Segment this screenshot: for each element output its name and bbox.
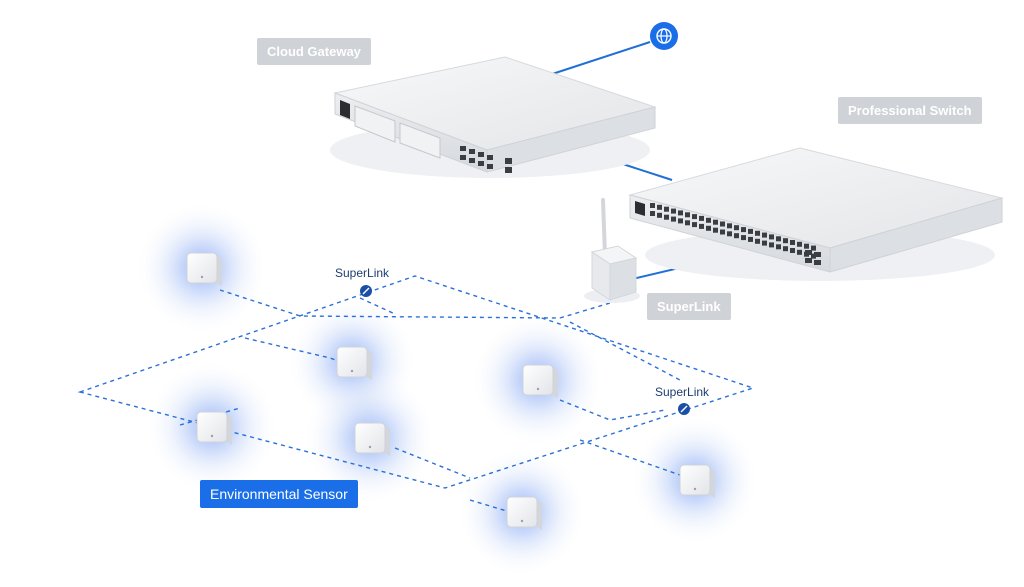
switch-port xyxy=(664,206,669,212)
professional-switch-label: Professional Switch xyxy=(838,97,982,124)
switch-port xyxy=(720,221,725,227)
switch-port xyxy=(678,210,683,216)
switch-port xyxy=(650,211,655,216)
switch-port xyxy=(797,241,802,247)
switch-port xyxy=(657,212,662,218)
switch-port xyxy=(797,249,802,255)
cloud-gateway-label: Cloud Gateway xyxy=(257,38,371,65)
switch-port xyxy=(811,253,816,259)
switch-port xyxy=(741,227,746,233)
switch-port xyxy=(741,235,746,241)
switch-port xyxy=(657,204,662,210)
switch-port xyxy=(811,245,816,251)
professional-switch-device xyxy=(628,147,1004,281)
switch-port xyxy=(783,238,788,244)
switch-port xyxy=(776,236,781,242)
switch-port xyxy=(727,231,732,237)
switch-port xyxy=(692,214,697,220)
sensor-device xyxy=(522,364,558,398)
switch-port xyxy=(755,230,760,236)
switch-port xyxy=(790,240,795,245)
sensor-device xyxy=(336,346,372,380)
superlink-device xyxy=(584,198,640,303)
switch-port xyxy=(734,225,739,231)
switch-port xyxy=(748,236,753,242)
switch-port xyxy=(664,214,669,220)
superlink-node-icon xyxy=(678,403,690,415)
switch-port xyxy=(748,228,753,234)
superlink-left-label: SuperLink xyxy=(335,266,390,280)
environmental-sensor-label: Environmental Sensor xyxy=(200,480,358,508)
switch-port xyxy=(776,244,781,250)
superlink-device-label: SuperLink xyxy=(647,293,731,320)
superlink-node-icon xyxy=(360,285,372,297)
switch-sfp-port xyxy=(805,258,812,263)
switch-port xyxy=(762,232,767,238)
switch-port xyxy=(706,225,711,231)
switch-port xyxy=(685,220,690,226)
switch-port xyxy=(650,203,655,208)
superlink-right-label: SuperLink xyxy=(655,385,710,399)
switch-port xyxy=(713,227,718,233)
switch-sfp-port xyxy=(814,252,821,257)
sensor-device xyxy=(186,252,222,286)
sensor-device xyxy=(354,422,390,456)
switch-sfp-port xyxy=(805,250,812,255)
switch-port xyxy=(685,212,690,218)
switch-port xyxy=(720,229,725,235)
sensor-device xyxy=(679,464,715,498)
switch-port xyxy=(671,208,676,214)
switch-port xyxy=(678,218,683,224)
switch-sfp-port xyxy=(814,260,821,265)
cloud-gateway-device xyxy=(330,56,657,178)
switch-port xyxy=(769,234,774,240)
switch-port xyxy=(727,223,732,229)
mesh-links xyxy=(77,275,756,516)
switch-port xyxy=(699,223,704,229)
switch-port xyxy=(755,238,760,244)
switch-port xyxy=(713,219,718,225)
sensor-device xyxy=(506,496,542,530)
switch-port xyxy=(762,240,767,246)
environmental-sensors xyxy=(186,252,715,530)
switch-port xyxy=(706,217,711,223)
switch-port xyxy=(699,215,704,221)
switch-port xyxy=(692,222,697,228)
switch-port xyxy=(790,248,795,253)
switch-port xyxy=(734,233,739,239)
switch-port xyxy=(804,243,809,249)
switch-port xyxy=(783,246,788,252)
switch-port xyxy=(769,242,774,248)
globe-icon xyxy=(650,22,678,50)
sensor-device xyxy=(196,411,232,445)
switch-port xyxy=(671,216,676,222)
